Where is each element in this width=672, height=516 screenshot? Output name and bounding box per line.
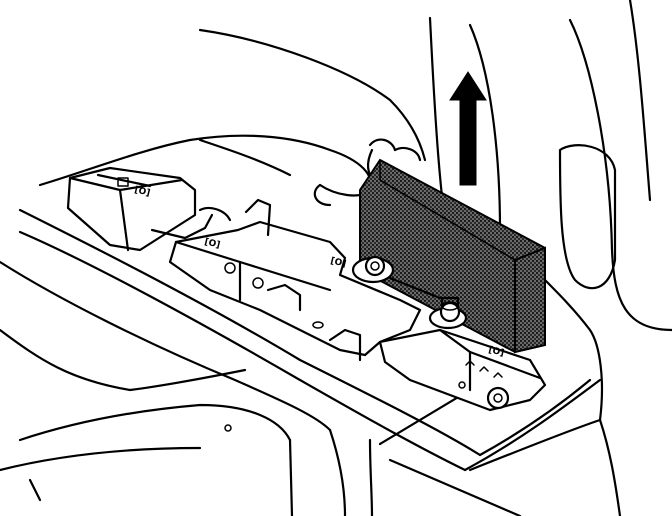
- tab-label-a: [O]: [133, 185, 151, 199]
- tab-label-c: [O]: [329, 256, 347, 270]
- lower-rail-extension: [378, 328, 547, 412]
- lower-body-panel: [0, 328, 622, 516]
- filter-slide-rail: [168, 198, 422, 362]
- tab-label-d: [O]: [487, 345, 505, 359]
- rail-fasteners: [351, 255, 468, 330]
- tab-labels: [O] [O] [O] [O]: [133, 185, 505, 359]
- left-retainer-clip: [66, 166, 214, 252]
- tab-label-b: [O]: [203, 237, 221, 251]
- arrow-up-icon: [449, 71, 487, 186]
- cabin-air-filter: [359, 158, 546, 354]
